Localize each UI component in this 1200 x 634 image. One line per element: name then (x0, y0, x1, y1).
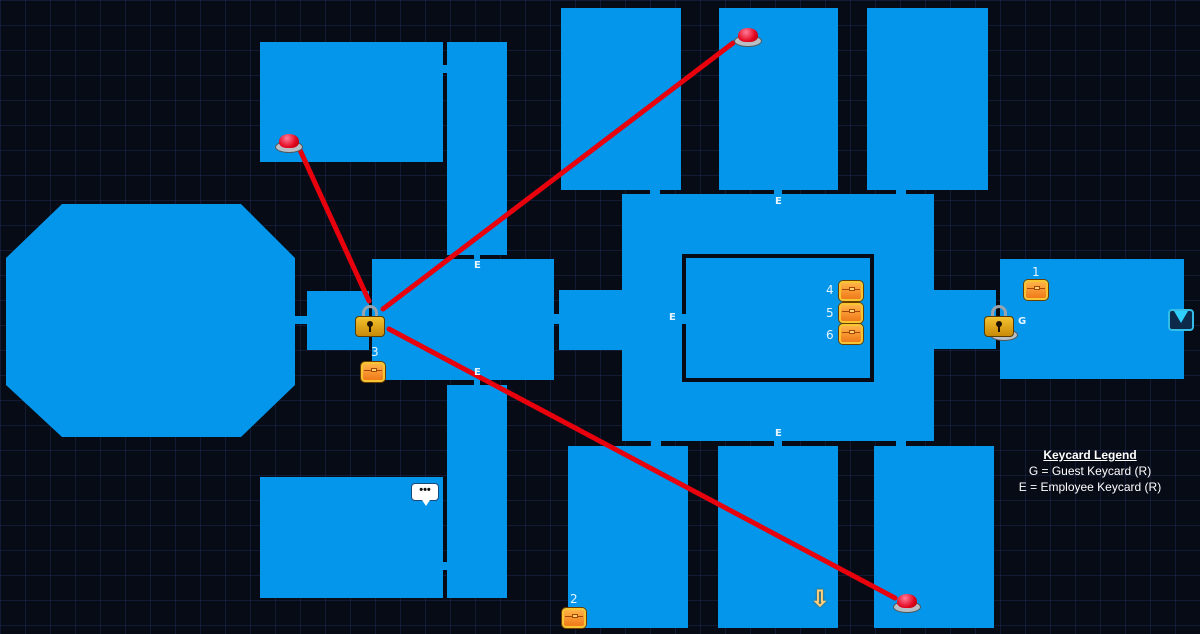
chest-number-2: 2 (570, 592, 578, 606)
exit-down-arrow-icon[interactable] (1168, 309, 1194, 331)
door-label-employee-main-top: E (775, 196, 782, 207)
door-bottom-3 (896, 439, 906, 448)
treasure-chest-icon[interactable] (839, 324, 863, 344)
door-label-employee-main-bottom: E (775, 428, 782, 439)
chest-number-5: 5 (826, 306, 834, 320)
hall-central-left (372, 259, 554, 380)
door-bottom-2 (774, 439, 782, 448)
legend-title: Keycard Legend (1043, 448, 1137, 462)
chest-number-6: 6 (826, 328, 834, 342)
door-hall-top (474, 255, 480, 261)
padlock-icon[interactable] (355, 305, 385, 337)
door-top-2 (774, 188, 782, 196)
red-floor-button-icon[interactable] (275, 134, 303, 154)
door-label-guest-east: G (1018, 316, 1027, 327)
door-label-employee-hall-bottom: E (474, 367, 481, 378)
door-hall-bottom (474, 378, 480, 386)
red-floor-button-icon[interactable] (734, 28, 762, 48)
door-label-employee-hall-top: E (474, 260, 481, 271)
door-top-3 (896, 188, 906, 196)
chest-number-4: 4 (826, 283, 834, 297)
treasure-chest-icon[interactable] (839, 281, 863, 301)
chest-number-3: 3 (371, 345, 379, 359)
door-hall-east (553, 314, 561, 324)
door-label-employee-main-west: E (669, 312, 676, 323)
legend-item-guest: G = Guest Keycard (R) (1028, 464, 1152, 478)
route-line-to-bottom-button (386, 326, 898, 601)
keycard-legend: Keycard Legend G = Guest Keycard (R) E =… (1010, 447, 1170, 495)
corridor-lower-vertical (447, 385, 507, 598)
corridor-west-main (559, 290, 623, 350)
door-upper-left (443, 65, 449, 73)
treasure-chest-icon[interactable] (562, 608, 586, 628)
corridor-octagon-link (295, 316, 307, 324)
door-top-1 (650, 188, 660, 196)
door-lower-left (443, 562, 449, 570)
room-top-3 (867, 8, 988, 190)
room-east-exit (1000, 259, 1184, 379)
padlock-icon[interactable] (984, 305, 1014, 337)
door-bottom-1 (651, 439, 661, 448)
door-inner-west (682, 314, 688, 324)
treasure-chest-icon[interactable] (361, 362, 385, 382)
red-floor-button-icon[interactable] (893, 594, 921, 614)
route-line-to-upper-left-button (297, 147, 372, 304)
treasure-chest-icon[interactable] (839, 303, 863, 323)
treasure-chest-icon[interactable] (1024, 280, 1048, 300)
route-line-to-top-button (380, 40, 736, 312)
chest-number-1: 1 (1032, 265, 1040, 279)
legend-item-employee: E = Employee Keycard (R) (1018, 480, 1162, 494)
entry-arrow-icon[interactable]: ⇩ (810, 586, 830, 611)
speech-bubble-icon[interactable]: ••• (411, 483, 439, 506)
